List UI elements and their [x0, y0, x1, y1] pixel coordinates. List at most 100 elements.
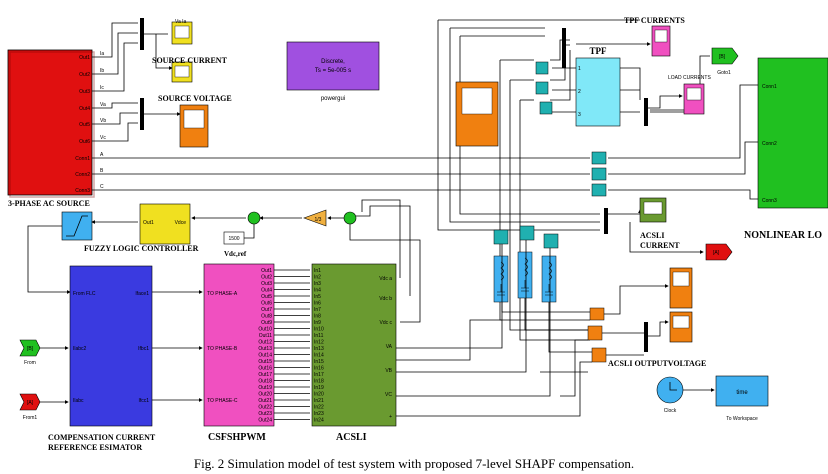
mux-tpf-currents: [562, 28, 566, 68]
from1-tag: [A]: [27, 400, 34, 406]
pwm-out-16: Out16: [258, 366, 272, 372]
source-port-2: Out2: [79, 72, 90, 78]
from-block[interactable]: [19, 339, 41, 357]
scope-output-1[interactable]: [669, 267, 693, 309]
goto1-tag: [B]: [719, 54, 726, 60]
current-meas-filter[interactable]: [493, 225, 559, 249]
acsli-current-label-2: CURRENT: [640, 241, 680, 250]
scope-va-ia-label: Va Ia: [175, 19, 187, 25]
powergui-discrete: Discrete,: [321, 59, 345, 65]
pwm-out-4: Out4: [261, 288, 272, 294]
nonlinear-load-block[interactable]: [757, 57, 828, 209]
pwm-out-11: Out11: [259, 333, 272, 339]
source-port-6: Out6: [79, 139, 90, 145]
comp-out-2: Ifbc1: [138, 346, 149, 352]
acsli-in-1: In1: [314, 268, 321, 274]
acsli-block[interactable]: [311, 263, 397, 427]
tpf-port-1: 1: [578, 66, 581, 72]
sum-vdc[interactable]: [247, 211, 261, 225]
from1-block[interactable]: [19, 393, 41, 411]
pwm-out-19: Out19: [258, 385, 272, 391]
scope-va-ia[interactable]: [171, 21, 193, 45]
acsli-in-19: In19: [314, 385, 324, 391]
source-signal-6: Vc: [100, 135, 106, 141]
pwm-out-20: Out20: [258, 392, 272, 398]
tpf-port-3: 3: [578, 112, 581, 118]
mux-source-voltage: [140, 98, 144, 130]
scope-source-current[interactable]: [171, 61, 193, 83]
pwm-out-10: Out10: [258, 327, 272, 333]
goto1-block[interactable]: [711, 47, 739, 65]
gain-label: 1/3: [315, 217, 322, 223]
gain-one-third[interactable]: [303, 209, 327, 227]
source-port-5: Out5: [79, 122, 90, 128]
powergui-block[interactable]: [286, 41, 380, 91]
scope-source-voltage[interactable]: [179, 104, 209, 148]
acsli-current-label-1: ACSLI: [640, 231, 664, 240]
tpf-block[interactable]: [575, 57, 621, 127]
vdc-ref-label: Vdc,ref: [224, 250, 247, 258]
to-workspace-block[interactable]: [715, 375, 769, 407]
acsli-in-6: In6: [314, 301, 321, 307]
acsli-in-24: In24: [314, 418, 324, 424]
tpf-currents-label: TPF CURRENTS: [624, 16, 685, 25]
acsli-in-20: In20: [314, 392, 324, 398]
pwm-out-15: Out15: [258, 359, 272, 365]
pwm-out-9: Out9: [261, 320, 272, 326]
load-port-1: Conn1: [762, 84, 777, 90]
comp-label-1: COMPENSATION CURRENT: [48, 433, 156, 442]
mux-load-currents: [644, 98, 648, 126]
comp-label-2: REFERENCE ESIMATOR: [48, 443, 142, 452]
acsli-in-22: In22: [314, 405, 324, 411]
source-port-4: Out4: [79, 106, 90, 112]
current-meas-load[interactable]: [591, 151, 607, 197]
voltage-meas-output[interactable]: [587, 307, 607, 363]
pwm-out-7: Out7: [261, 307, 272, 313]
scope-load-currents[interactable]: [683, 83, 705, 115]
pwm-out-13: Out13: [258, 346, 272, 352]
pwm-out-6: Out6: [261, 301, 272, 307]
acsli-in-3: In3: [314, 281, 321, 287]
pwm-out-2: Out2: [261, 275, 272, 281]
acsli-in-17: In17: [314, 372, 324, 378]
goto-a-block[interactable]: [705, 243, 733, 261]
powergui-ts: Ts = 5e-005 s: [315, 68, 351, 74]
source-signal-8: B: [100, 168, 104, 174]
scope-tpf-currents[interactable]: [651, 25, 671, 57]
pwm-out-22: Out22: [258, 405, 272, 411]
comp-in-2: Ilabc2: [73, 346, 87, 352]
three-phase-ac-source-block[interactable]: [7, 49, 95, 198]
nonlinear-load-label: NONLINEAR LO: [744, 230, 822, 241]
sum-vdc-total[interactable]: [343, 211, 357, 225]
acsli-out-4: VA: [386, 344, 393, 350]
compensation-estimator-block[interactable]: [69, 265, 153, 427]
fuzzy-saturation-block[interactable]: [61, 211, 93, 241]
acsli-in-18: In18: [314, 379, 324, 385]
acsli-out-6: VC: [385, 392, 392, 398]
scope-tpf-voltage[interactable]: [455, 81, 499, 147]
csfshpwm-block[interactable]: [203, 263, 275, 427]
acsli-in-2: In2: [314, 275, 321, 281]
acsli-in-12: In12: [314, 340, 324, 346]
acsli-in-21: In21: [314, 398, 324, 404]
from1-label: From1: [23, 415, 38, 421]
fuzzy-logic-controller-block[interactable]: [139, 203, 191, 245]
flc-in-port: Out1: [143, 220, 154, 226]
rlc-filter-branches[interactable]: [493, 251, 557, 303]
acsli-in-7: In7: [314, 307, 321, 313]
clock-block[interactable]: [656, 376, 684, 404]
scope-acsli-current[interactable]: [639, 197, 667, 223]
acsli-in-14: In14: [314, 353, 324, 359]
flc-out-port: Vdce: [175, 220, 187, 226]
mux-output-voltage: [644, 322, 648, 352]
pwm-out-24: Out24: [258, 418, 272, 424]
fuzzy-label: FUZZY LOGIC CONTROLLER: [84, 244, 199, 253]
source-signal-1: Ia: [100, 51, 104, 57]
acsli-in-10: In10: [314, 327, 324, 333]
from-label: From: [24, 360, 36, 366]
figure-caption: Fig. 2 Simulation model of test system w…: [194, 456, 634, 471]
source-port-3: Out3: [79, 89, 90, 95]
acsli-out-3: Vdc c: [379, 320, 392, 326]
current-meas-tpf[interactable]: [535, 61, 553, 115]
scope-output-2[interactable]: [669, 311, 693, 343]
